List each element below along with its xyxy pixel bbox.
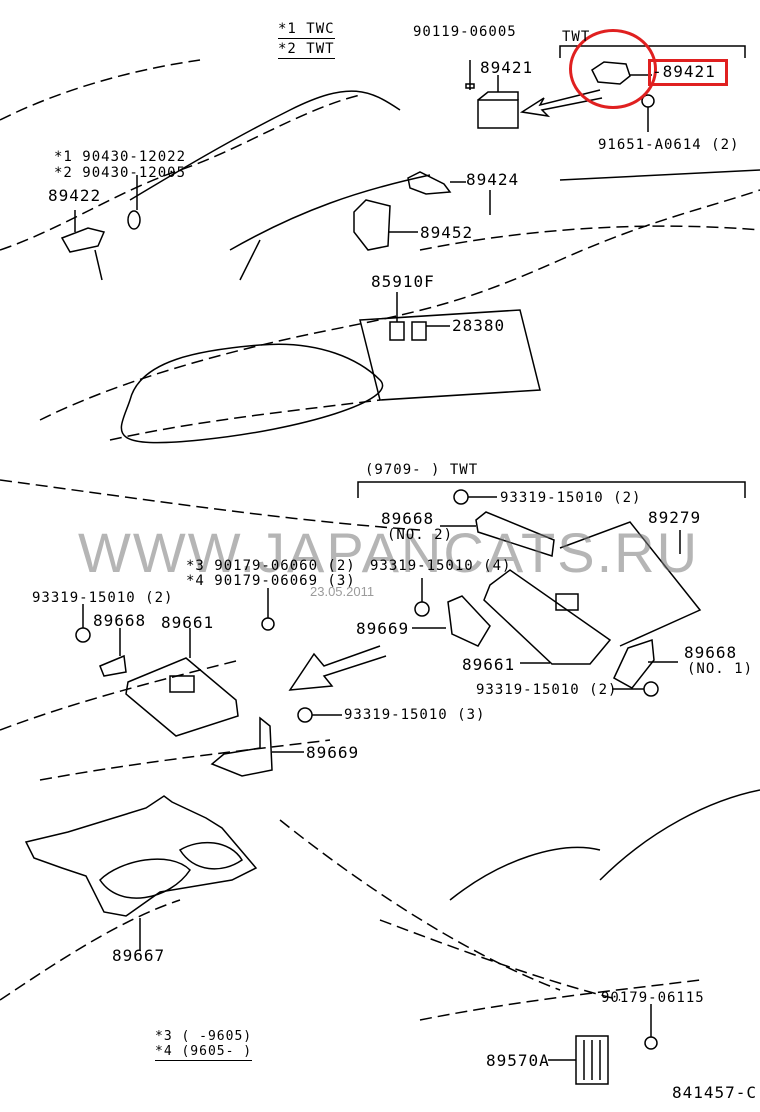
highlight-circle — [569, 29, 657, 109]
label-93319-15010-right[interactable]: 93319-15010 (2) — [476, 682, 618, 698]
screws — [75, 489, 659, 723]
label-no2: (NO. 2) — [387, 527, 454, 543]
part-89422 — [60, 210, 106, 281]
variant-note-2: *2 TWT — [278, 41, 335, 59]
part-89279-cover — [559, 521, 702, 647]
label-89452[interactable]: 89452 — [420, 223, 474, 242]
label-89669-right[interactable]: 89669 — [356, 619, 410, 638]
label-93319-15010-4[interactable]: 93319-15010 (4) — [370, 558, 512, 574]
label-93319-15010-top[interactable]: 93319-15010 (2) — [500, 490, 642, 506]
label-89668-no2[interactable]: 89668 — [381, 509, 435, 528]
label-89661-right[interactable]: 89661 — [462, 655, 516, 674]
label-90179-06060[interactable]: *3 90179-06060 (2) — [186, 558, 356, 574]
label-89421-a[interactable]: 89421 — [480, 58, 534, 77]
engine-outline — [0, 59, 760, 1021]
label-90430-12022[interactable]: *1 90430-12022 — [54, 149, 187, 165]
label-90179-06115[interactable]: 90179-06115 — [601, 990, 705, 1006]
label-89661-left[interactable]: 89661 — [161, 613, 215, 632]
part-89669-lower — [210, 716, 304, 777]
part-89668-no2 — [440, 511, 555, 557]
label-89422[interactable]: 89422 — [48, 186, 102, 205]
label-90119-06005[interactable]: 90119-06005 — [413, 24, 517, 40]
part-89661-ecu-left — [125, 628, 239, 737]
diagram-id: 841457-C — [672, 1083, 758, 1102]
twt-box-bottom — [357, 481, 746, 498]
part-89668-no1 — [613, 638, 678, 689]
label-90179-06069[interactable]: *4 90179-06069 (3) — [186, 573, 356, 589]
variant-note-3: *3 ( -9605) — [155, 1029, 253, 1044]
label-90430-12005[interactable]: *2 90430-12005 — [54, 165, 187, 181]
label-89669-lower[interactable]: 89669 — [306, 743, 360, 762]
label-89667[interactable]: 89667 — [112, 946, 166, 965]
twt-box-top — [559, 45, 746, 58]
part-89452 — [353, 199, 418, 251]
label-89424[interactable]: 89424 — [466, 170, 520, 189]
label-89421-highlighted[interactable]: -89421 — [652, 62, 716, 81]
big-arrow — [288, 645, 387, 691]
watermark-date: 23.05.2011 — [310, 584, 375, 599]
label-89668-left[interactable]: 89668 — [93, 611, 147, 630]
label-28380[interactable]: 28380 — [452, 316, 506, 335]
highlight-box — [648, 59, 728, 86]
part-89661-ecu-right — [483, 569, 612, 665]
twt-box2-label: (9709- ) TWT — [365, 462, 479, 478]
variant-note-1: *1 TWC — [278, 21, 335, 39]
label-85910f[interactable]: 85910F — [371, 272, 435, 291]
label-93319-15010-left[interactable]: 93319-15010 (2) — [32, 590, 174, 606]
arrow — [519, 89, 603, 118]
label-91651-a0614[interactable]: 91651-A0614 (2) — [598, 137, 740, 153]
relays-85910f-28380 — [389, 292, 450, 341]
label-89279[interactable]: 89279 — [648, 508, 702, 527]
body-outline — [120, 90, 760, 901]
label-89668-no1[interactable]: 89668 — [684, 643, 738, 662]
part-89667-bracket — [24, 795, 258, 950]
part-89421-relay — [465, 60, 519, 129]
label-no1: (NO. 1) — [687, 661, 754, 677]
washer-90430 — [127, 210, 141, 230]
part-89424 — [407, 171, 466, 195]
twt-box-label: TWT — [562, 29, 591, 45]
label-89570a[interactable]: 89570A — [486, 1051, 550, 1070]
watermark: WWW.JAPANCATS.RU — [78, 521, 700, 584]
part-89669-right — [412, 595, 491, 647]
part-89570a-connector — [548, 1004, 658, 1085]
variant-note-4: *4 (9605- ) — [155, 1044, 253, 1061]
label-93319-15010-3[interactable]: 93319-15010 (3) — [344, 707, 486, 723]
part-89668-left — [99, 628, 127, 677]
